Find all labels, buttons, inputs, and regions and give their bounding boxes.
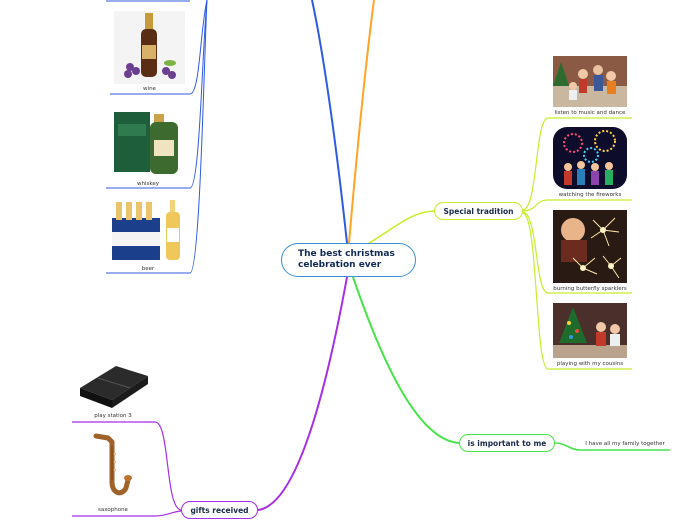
family-dance-photo[interactable]: [553, 56, 627, 107]
branch-important-label: is important to me: [467, 438, 547, 448]
orange-branch-line: [348, 0, 375, 244]
sparklers-photo[interactable]: [553, 210, 627, 283]
caption-sparklers: burning butterfly sparklers: [553, 286, 627, 292]
beer-photo[interactable]: [110, 198, 186, 264]
branch-special-label: Special tradition: [443, 206, 514, 216]
branch-is-important[interactable]: is important to me: [459, 434, 555, 452]
special-connector-3: [522, 211, 632, 294]
caption-whiskey: whiskey: [136, 181, 159, 187]
drinks-connector-2: [106, 0, 208, 189]
important-connector: [554, 442, 670, 451]
gifts-connector-2: [72, 510, 182, 517]
caption-wine: wine: [143, 86, 156, 92]
drinks-connector-1: [110, 0, 208, 95]
whiskey-photo[interactable]: [112, 108, 184, 176]
special-connector-2: [522, 199, 632, 212]
gifts-connector-1: [72, 421, 182, 511]
caption-cousins: playing with my cousins: [556, 361, 624, 367]
wine-photo[interactable]: [114, 11, 185, 84]
cousins-photo[interactable]: [553, 303, 627, 358]
ps3-photo[interactable]: [76, 362, 150, 410]
caption-music-dance: listen to music and dance: [554, 110, 626, 116]
saxophone-photo[interactable]: [88, 432, 132, 502]
caption-fireworks: watching the fireworks: [558, 192, 622, 198]
branch-special-tradition[interactable]: Special tradition: [434, 202, 523, 220]
drinks-connector-3: [106, 0, 208, 274]
caption-ps3: play station 3: [94, 413, 132, 419]
yellow-branch-line: [365, 210, 435, 246]
central-topic-title: The best christmas celebration ever: [298, 249, 395, 270]
blue-branch-line: [311, 0, 348, 244]
branch-gifts-label: gifts received: [190, 505, 249, 515]
fireworks-photo[interactable]: [553, 127, 627, 189]
central-topic[interactable]: The best christmas celebration ever: [281, 243, 416, 277]
important-item-family[interactable]: I have all my family together: [585, 441, 665, 447]
purple-branch-line: [257, 276, 348, 511]
caption-beer: beer: [141, 266, 155, 272]
special-connector-1: [522, 117, 632, 211]
special-connector-4: [522, 212, 632, 370]
green-branch-line: [352, 276, 460, 444]
caption-saxophone: saxophone: [98, 507, 128, 513]
branch-gifts-received[interactable]: gifts received: [181, 501, 258, 519]
